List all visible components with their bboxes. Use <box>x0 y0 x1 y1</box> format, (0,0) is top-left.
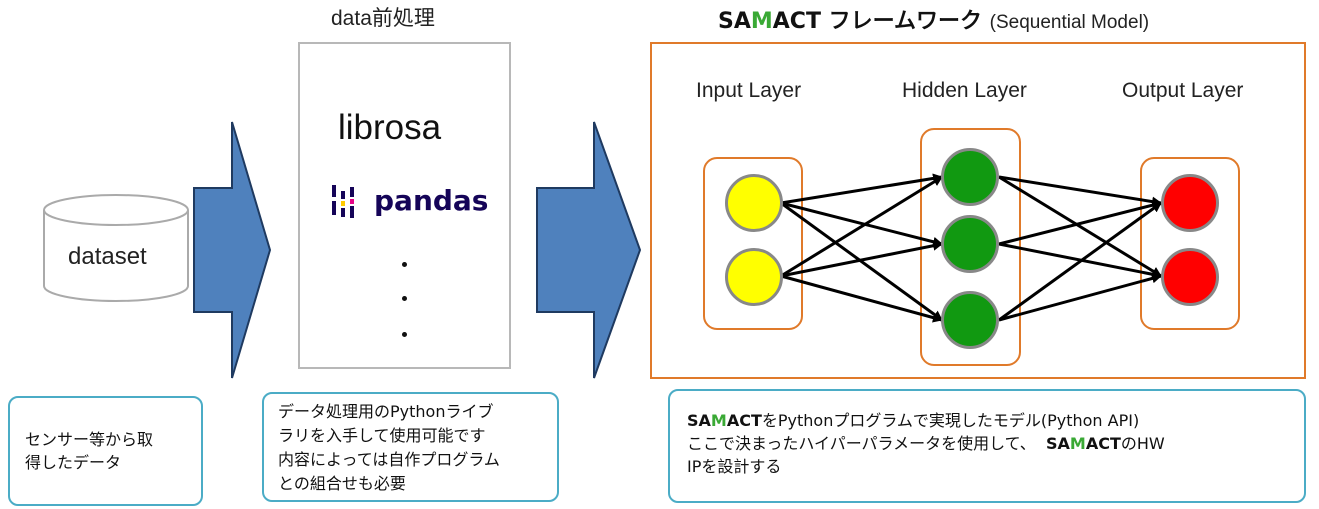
edge-in2-h1 <box>780 175 943 278</box>
output-node <box>1161 174 1219 232</box>
edge-h3-out1 <box>998 201 1162 322</box>
note-sensor-line: センサー等から取 <box>25 430 154 449</box>
edge-h3-out2 <box>998 273 1162 322</box>
flow-arrow-1 <box>193 121 272 379</box>
ellipsis-dot <box>402 296 407 301</box>
note-library-line: 内容によっては自作プログラム <box>278 450 500 469</box>
edge-in1-h1 <box>780 173 943 205</box>
dataset-cylinder-icon <box>43 194 189 302</box>
framework-subtitle: (Sequential Model) <box>989 12 1150 33</box>
edge-in2-h2 <box>780 240 943 278</box>
brand-samact: SAMACT <box>718 9 821 34</box>
librosa-logo: librosa <box>338 108 442 147</box>
preprocess-title: data前処理 <box>331 7 435 30</box>
hidden-layer-label: Hidden Layer <box>902 79 1027 102</box>
edge-h1-out2 <box>998 175 1162 278</box>
note-samact-line: ここで決まったハイパーパラメータを使用して、 SAMACTのHW <box>687 434 1165 453</box>
note-python-library: データ処理用のPythonライブ ラリを入手して使用可能です 内容によっては自作… <box>262 392 559 502</box>
brand-samact: SAMACT <box>687 411 762 430</box>
output-layer-label: Output Layer <box>1122 79 1244 102</box>
hidden-node <box>941 148 999 206</box>
hidden-node <box>941 291 999 349</box>
ellipsis-dot <box>402 262 407 267</box>
brand-samact: SAMACT <box>1045 434 1121 453</box>
hidden-node <box>941 215 999 273</box>
ellipsis-dot <box>402 332 407 337</box>
note-sensor-data: センサー等から取 得したデータ <box>8 396 203 506</box>
note-library-line: との組合せも必要 <box>278 474 406 493</box>
note-library-line: ラリを入手して使用可能です <box>278 426 486 445</box>
edge-in2-h3 <box>780 274 943 323</box>
input-node <box>725 248 783 306</box>
framework-title-text: フレームワーク <box>820 9 982 34</box>
edge-h1-out1 <box>998 175 1162 207</box>
framework-box <box>650 42 1306 379</box>
edge-h2-out1 <box>998 200 1162 246</box>
output-layer-group <box>1140 157 1240 330</box>
edge-in1-h2 <box>780 201 943 247</box>
input-layer-group <box>703 157 803 330</box>
flow-arrow-2 <box>536 121 642 379</box>
note-samact-model: SAMACTをPythonプログラムで実現したモデル(Python API) こ… <box>668 389 1306 503</box>
pandas-icon <box>332 185 354 218</box>
framework-title: SAMACT フレームワーク (Sequential Model) <box>718 3 1149 35</box>
note-samact-line: SAMACTをPythonプログラムで実現したモデル(Python API) <box>687 411 1140 430</box>
pandas-logo-text: pandas <box>374 184 489 217</box>
note-library-line: データ処理用のPythonライブ <box>278 402 494 421</box>
input-layer-label: Input Layer <box>696 79 802 102</box>
dataset-label: dataset <box>68 243 147 270</box>
note-samact-line: IPを設計する <box>687 457 782 476</box>
input-node <box>725 174 783 232</box>
note-sensor-line: 得したデータ <box>25 453 122 472</box>
output-node <box>1161 248 1219 306</box>
